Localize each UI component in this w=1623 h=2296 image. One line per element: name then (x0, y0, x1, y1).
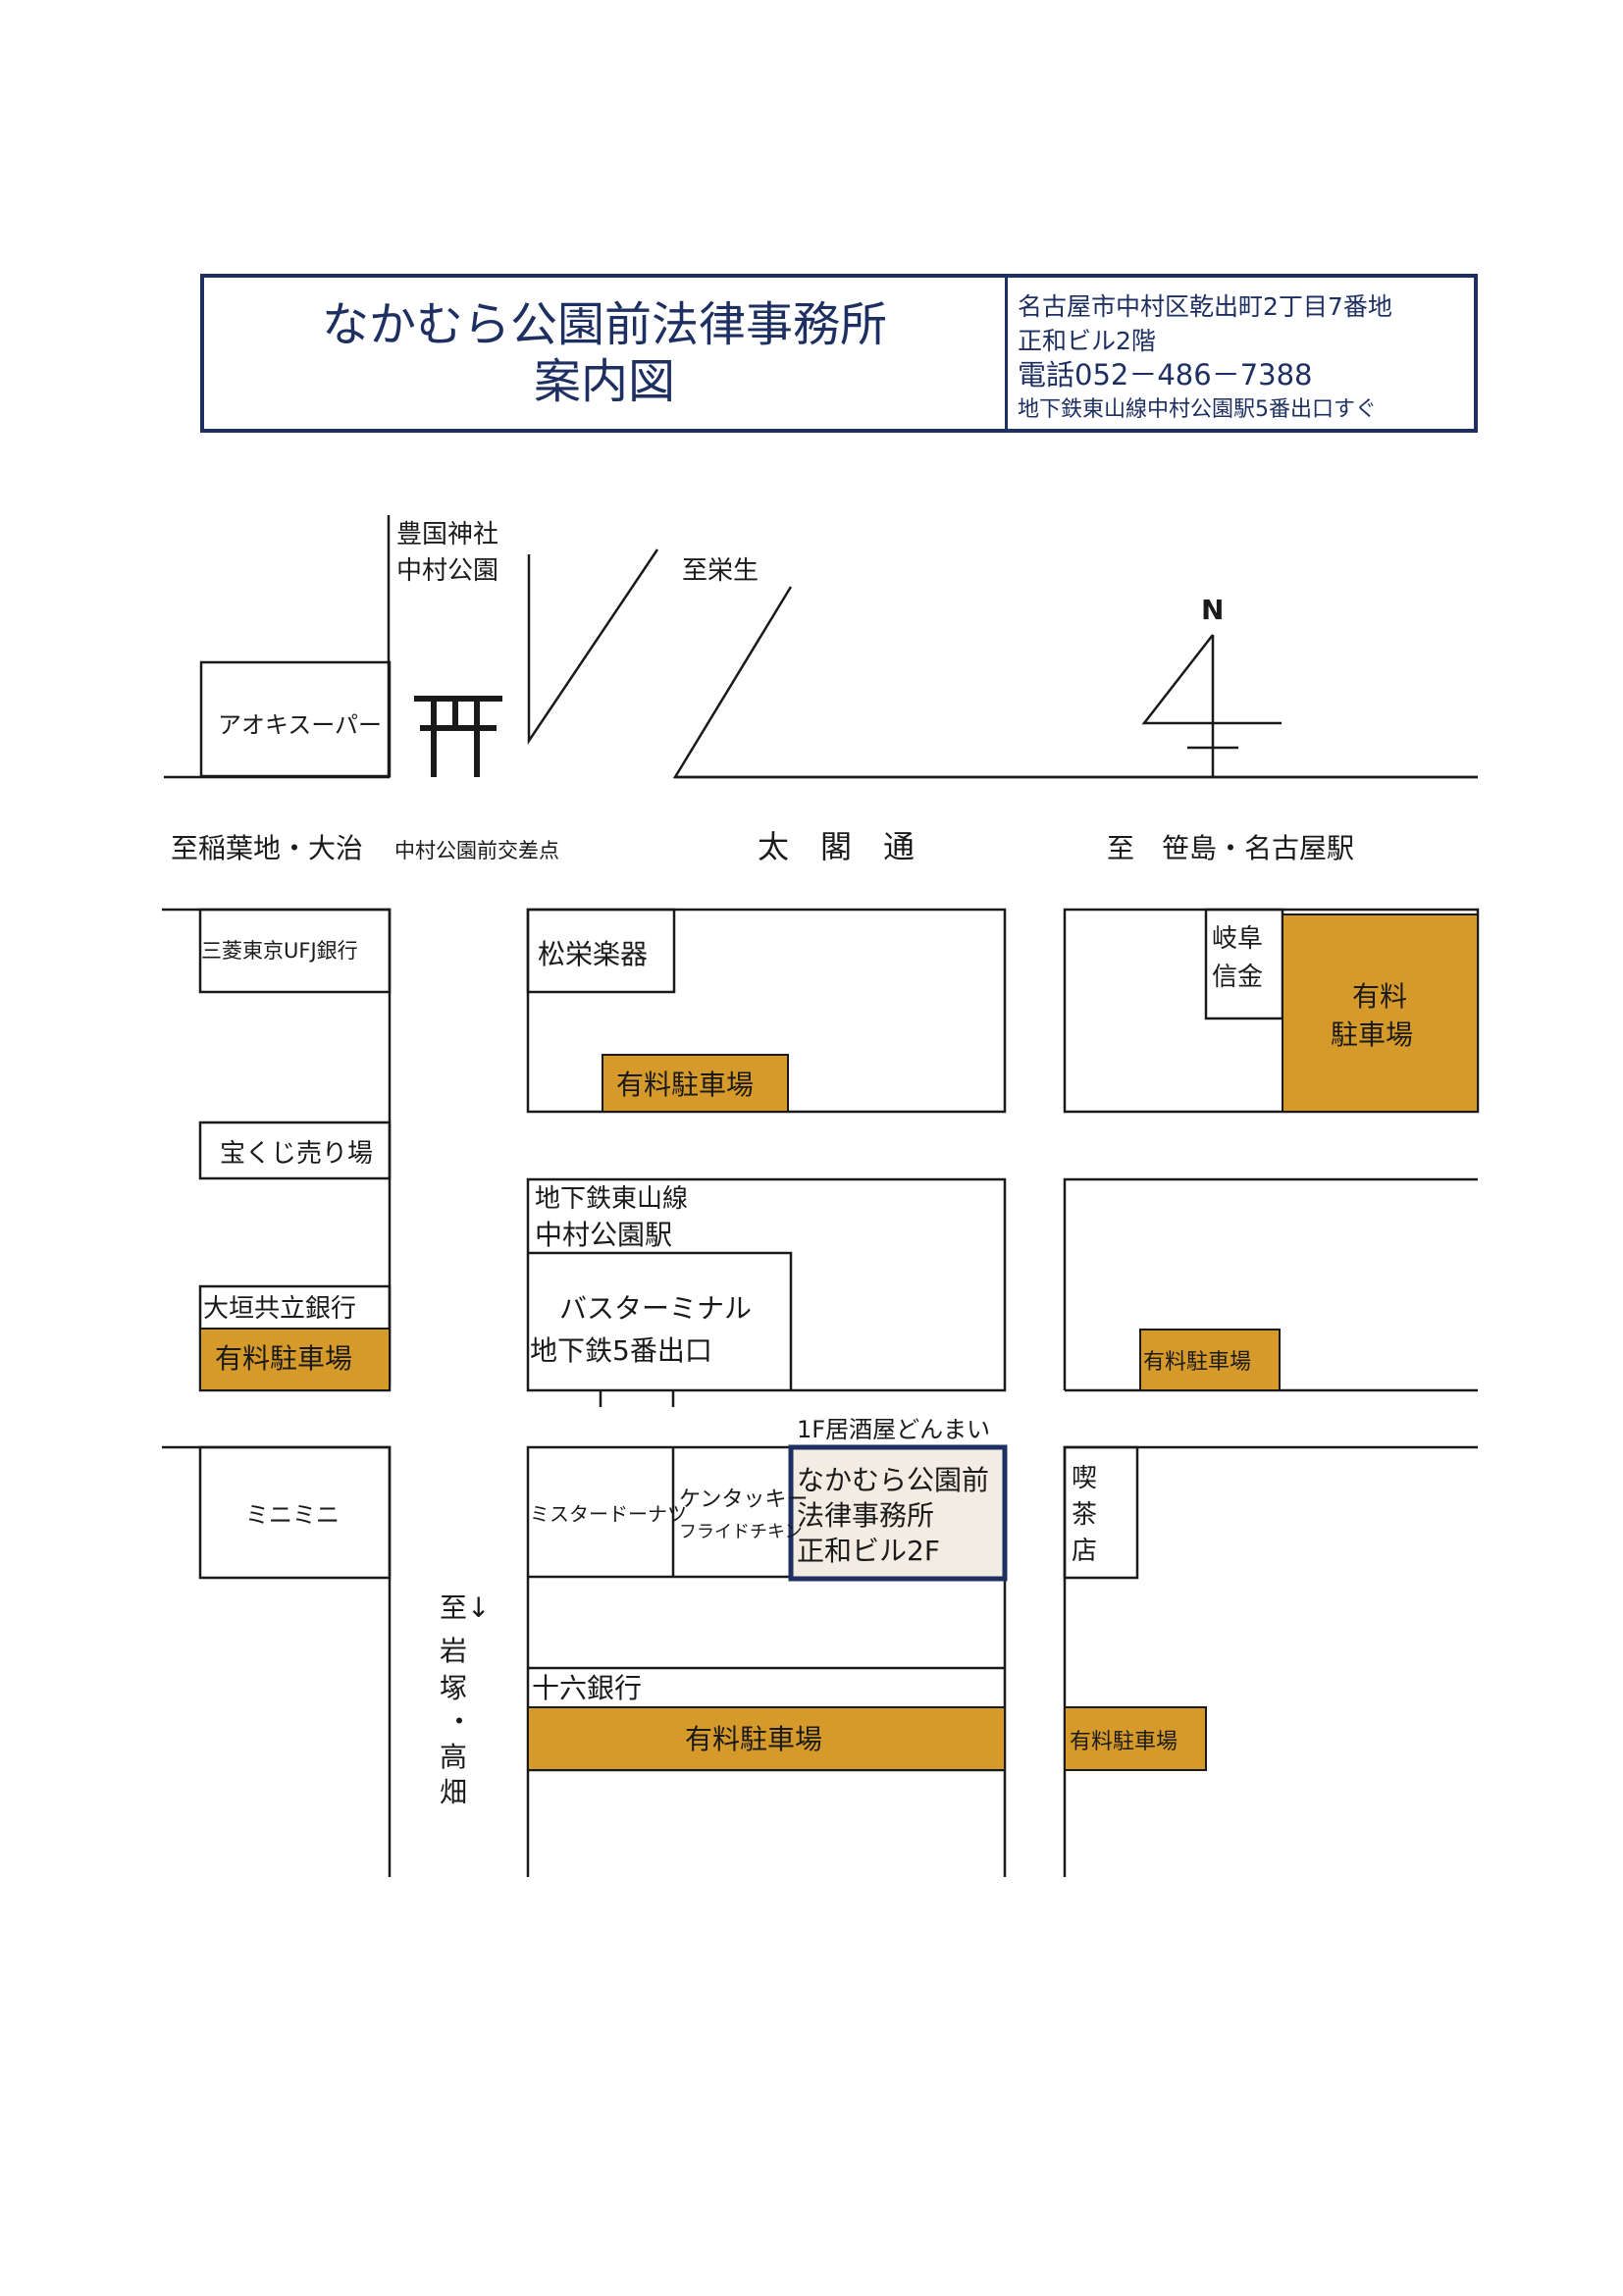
bus-terminal-outline (528, 1251, 793, 1390)
road-edge-north-diag-left (527, 548, 659, 746)
takarakuji-block (198, 1121, 392, 1180)
label-office-3: 正和ビル2F (797, 1535, 940, 1567)
label-gifu-shinkin-2: 信金 (1212, 963, 1263, 992)
map-title: 案内図 (533, 354, 675, 409)
label-parking-central-north: 有料駐車場 (616, 1069, 754, 1101)
parking-east-middle (1139, 1329, 1281, 1391)
parking-east-south (1064, 1706, 1207, 1771)
law-office-building (788, 1444, 1008, 1582)
label-to-sakae: 至栄生 (682, 556, 759, 586)
label-to-iwatsuka-3: 塚 (440, 1672, 467, 1704)
label-shoei-gakki: 松栄楽器 (538, 938, 648, 970)
label-exit-5: 地下鉄5番出口 (530, 1334, 712, 1367)
header-info-box: 名古屋市中村区乾出町2丁目7番地 正和ビル2階 電話052－486－7388 地… (1008, 278, 1474, 429)
parking-ogaki (199, 1328, 391, 1391)
phone-text: 電話052－486－7388 (1018, 358, 1313, 391)
access-text: 地下鉄東山線中村公園駅5番出口すぐ (1018, 397, 1377, 422)
header-title-box: なかむら公園前法律事務所 案内図 (204, 278, 1008, 429)
label-ogaki-bank: 大垣共立銀行 (203, 1294, 356, 1324)
label-izakaya: 1F居酒屋どんまい (797, 1416, 990, 1443)
map-header: なかむら公園前法律事務所 案内図 名古屋市中村区乾出町2丁目7番地 正和ビル2階… (200, 274, 1478, 433)
label-kissa-2: 茶 (1072, 1500, 1097, 1530)
label-nakamura-park: 中村公園 (396, 556, 498, 586)
label-ufj-bank: 三菱東京UFJ銀行 (201, 939, 358, 963)
label-office-2: 法律事務所 (797, 1499, 934, 1532)
parking-lots (199, 913, 1479, 1771)
central-block-south (526, 1445, 1007, 1877)
parking-northeast (1282, 913, 1479, 1113)
label-kissa-3: 店 (1072, 1537, 1097, 1566)
road-edge-north-diag-right (672, 586, 1478, 779)
label-parking-ne-2: 駐車場 (1331, 1018, 1413, 1051)
label-toyokuni-shrine: 豊国神社 (396, 520, 498, 549)
label-taiko-dori: 太 閣 通 (758, 828, 915, 865)
building-text: 正和ビル2階 (1018, 327, 1156, 355)
label-subway-station: 中村公園駅 (535, 1219, 672, 1251)
label-gifu-shinkin-1: 岐阜 (1212, 924, 1263, 954)
label-to-iwatsuka-1: 至↓ (440, 1592, 490, 1624)
subway-station-block (526, 1177, 1007, 1392)
label-aoki-super: アオキスーパー (218, 711, 382, 739)
label-kissa-1: 喫 (1072, 1464, 1097, 1493)
label-misdo: ミスタードーナツ (530, 1502, 687, 1526)
label-office-1: なかむら公園前 (797, 1464, 989, 1496)
east-block-middle (1063, 1177, 1478, 1390)
parking-juroku (527, 1706, 1006, 1771)
label-to-nagoya: 至 笹島・名古屋駅 (1107, 832, 1354, 864)
label-parking-juroku: 有料駐車場 (685, 1723, 822, 1755)
label-juroku-bank: 十六銀行 (532, 1672, 642, 1704)
shoei-gakki-block (526, 908, 676, 994)
office-name-title: なかむら公園前法律事務所 (321, 297, 887, 352)
label-takarakuji: 宝くじ売り場 (220, 1139, 373, 1169)
east-block-south (1063, 1445, 1478, 1877)
label-to-iwatsuka-5: 高 (440, 1741, 467, 1773)
label-to-iwatsuka-6: 畑 (440, 1776, 467, 1808)
label-bus-terminal: バスターミナル (559, 1292, 752, 1325)
kissaten-block (1063, 1445, 1139, 1580)
north-arrow-icon (1141, 634, 1282, 777)
label-north: N (1201, 594, 1224, 626)
label-kfc-2: フライドチキン (679, 1522, 802, 1542)
torii-shrine-icon (414, 696, 502, 777)
label-parking-ogaki: 有料駐車場 (215, 1342, 352, 1375)
map-labels: 豊国神社 中村公園 至栄生 N アオキスーパー 至稲葉地・大治 中村公園前交差点… (171, 520, 1413, 1808)
label-parking-east-south: 有料駐車場 (1070, 1730, 1178, 1754)
label-intersection: 中村公園前交差点 (394, 839, 559, 862)
label-to-inazawa: 至稲葉地・大治 (171, 832, 363, 864)
label-parking-ne-1: 有料 (1352, 980, 1407, 1013)
label-mininimi: ミニミニ (245, 1501, 340, 1529)
miniminu-block (198, 1445, 392, 1580)
label-subway-line: 地下鉄東山線 (535, 1184, 688, 1214)
label-parking-east-middle: 有料駐車場 (1143, 1350, 1251, 1375)
label-kfc-1: ケンタッキー (679, 1487, 808, 1512)
label-to-iwatsuka-2: 岩 (440, 1635, 467, 1667)
ufj-bank-block (198, 908, 392, 994)
parking-central-north (602, 1054, 789, 1113)
address-text: 名古屋市中村区乾出町2丁目7番地 (1018, 292, 1392, 321)
aoki-supermarket-block (199, 660, 392, 778)
label-to-iwatsuka-4: ・ (445, 1705, 473, 1738)
